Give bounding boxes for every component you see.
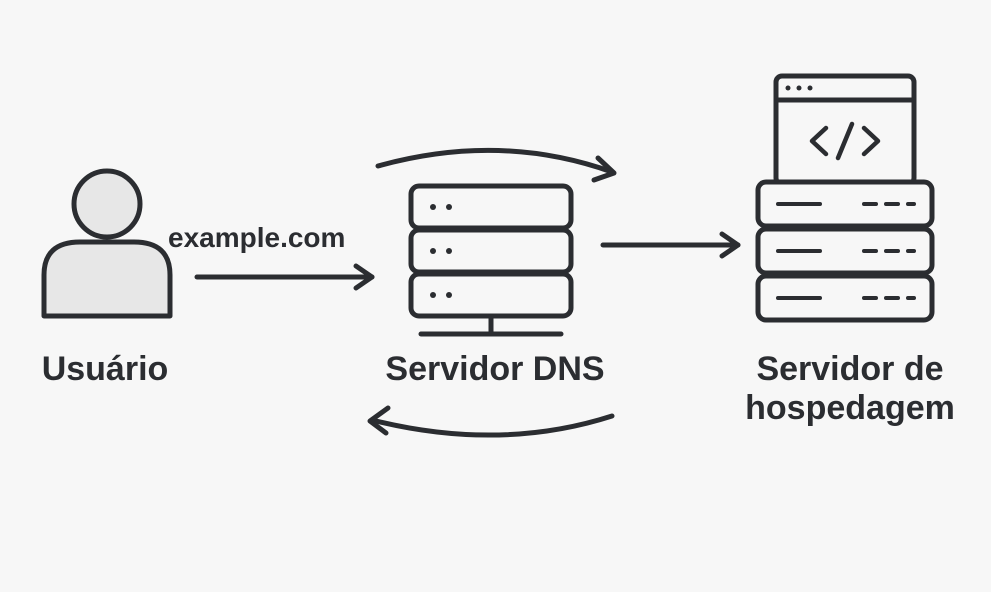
web-server-icon xyxy=(755,73,935,323)
hosting-server-label-line2: hospedagem xyxy=(745,389,955,428)
user-label: Usuário xyxy=(41,350,169,388)
curved-arrow-bottom xyxy=(367,405,615,438)
curved-arrow-top xyxy=(375,147,617,183)
edge-label-domain: example.com xyxy=(168,222,346,253)
code-icon xyxy=(809,121,881,161)
hosting-server-label-line1: Servidor de xyxy=(756,350,944,388)
dns-server-label: Servidor DNS xyxy=(385,350,605,388)
server-rack-icon xyxy=(408,183,574,337)
user-icon xyxy=(41,168,173,319)
hosting-server-label: Servidor de hospedagem xyxy=(720,350,980,428)
browser-window-icon xyxy=(773,73,917,187)
arrow-dns-to-host xyxy=(600,231,741,259)
arrow-user-to-dns xyxy=(194,263,375,291)
